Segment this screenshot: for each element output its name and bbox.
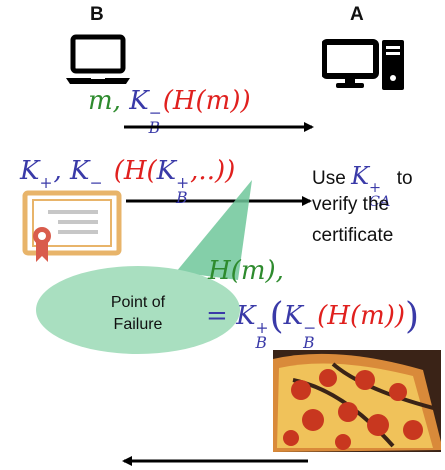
point-of-failure-label: Point of Failure [78, 292, 198, 336]
callout-pointer [176, 180, 252, 280]
check-hash-line: H(m), [208, 256, 284, 286]
verify-line-3: certificate [312, 225, 394, 246]
certificate-icon [22, 190, 122, 262]
hash-of-m: (H(m)) [317, 301, 406, 331]
key-sub: B [303, 333, 315, 352]
point-of-failure-bubble [36, 266, 240, 354]
bubble-line-2: Failure [113, 316, 163, 333]
hash-of-m: (H(m)) [162, 86, 251, 116]
key-sup: + [176, 174, 190, 193]
paren-open: ( [269, 296, 284, 337]
key-letter: K [236, 301, 256, 331]
key-ca-public: K+CA [351, 162, 391, 209]
key-sup: + [39, 174, 53, 193]
key-letter: K [283, 301, 304, 331]
key-sup: + [255, 319, 269, 338]
key-sup: − [148, 104, 162, 123]
key-b-public: K+B [236, 301, 270, 351]
key-letter: K [351, 162, 370, 190]
key-sub: B [176, 188, 188, 207]
key-sub: CA [369, 194, 391, 211]
node-a-label: A [350, 4, 364, 25]
key-b-private: K−B [283, 301, 318, 351]
message-signed-hash: m, K−B(H(m)) [88, 86, 251, 136]
desktop-computer-icon [322, 39, 404, 90]
pizza-image [273, 350, 441, 452]
verify-to: to [396, 168, 413, 189]
verify-use: Use [312, 168, 346, 189]
comma: , [53, 156, 62, 186]
message-m: m, [88, 86, 121, 116]
key-letter: K [20, 156, 40, 186]
hash-close: ,..)) [190, 156, 236, 186]
key-sub: B [255, 333, 267, 352]
key-letter: K [70, 156, 90, 186]
bubble-line-1: Point of [110, 294, 166, 311]
key-sup: − [89, 174, 103, 193]
hash-open: (H( [113, 156, 157, 186]
key-letter: K [129, 86, 149, 116]
verify-line-2: verify the [312, 194, 390, 215]
verify-line-1: Use K+CA to [312, 163, 413, 210]
key-letter: K [156, 156, 177, 186]
equals-sign: = [206, 301, 228, 331]
node-b-label: B [90, 4, 104, 25]
check-equation: = K+B(K−B(H(m))) [206, 296, 419, 351]
key-sup: + [369, 180, 382, 197]
laptop-icon [66, 34, 130, 84]
paren-close: ) [405, 296, 420, 337]
key-sup: − [303, 319, 317, 338]
